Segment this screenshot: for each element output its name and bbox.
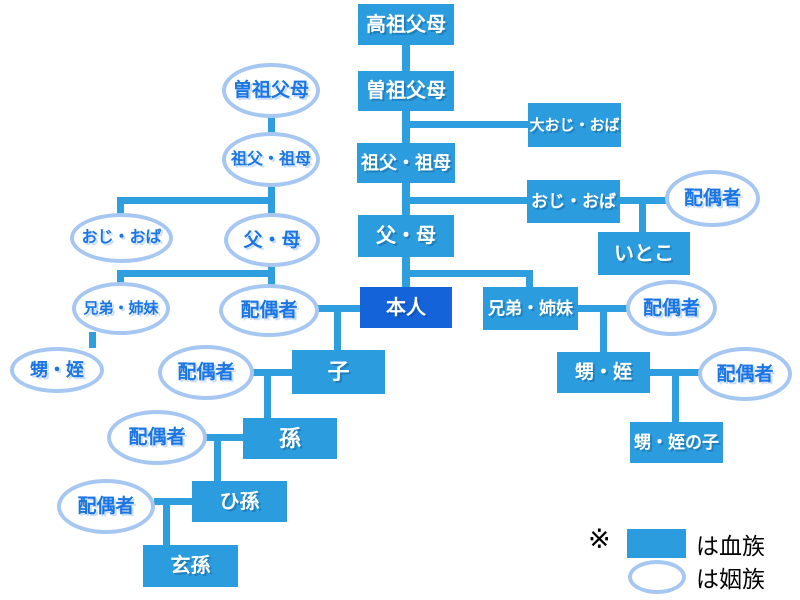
connector-line <box>672 372 679 423</box>
node-cousin: いとこ <box>598 232 690 275</box>
node-inlaw-siblings: 兄弟・姉妹 <box>72 282 170 335</box>
node-spouse-of-grandchild: 配偶者 <box>107 410 207 465</box>
connector-line <box>406 121 529 128</box>
connector-line <box>264 372 271 419</box>
connector-line <box>334 308 341 351</box>
connector-line <box>117 200 124 214</box>
node-spouse-of-siblings: 配偶者 <box>626 280 717 336</box>
connector-line <box>154 498 192 505</box>
connector-line <box>406 270 533 277</box>
connector-line <box>526 273 533 288</box>
node-great-grandchild: ひ孫 <box>192 481 287 522</box>
node-nephew-niece: 甥・姪 <box>557 352 650 393</box>
node-siblings: 兄弟・姉妹 <box>483 287 578 330</box>
node-spouse-of-uncle-aunt: 配偶者 <box>665 170 760 227</box>
node-inlaw-grandparents: 祖父・祖母 <box>222 132 320 187</box>
node-inlaw-great-grandparents: 曽祖父母 <box>222 63 320 118</box>
connector-line <box>206 434 243 441</box>
connector-line <box>402 44 410 72</box>
connector-line <box>89 332 96 348</box>
node-spouse-of-nephew-niece: 配偶者 <box>698 347 792 401</box>
connector-line <box>214 437 221 482</box>
node-spouse-of-self: 配偶者 <box>219 284 319 337</box>
connector-line <box>117 273 124 283</box>
node-great-great-grandchild: 玄孫 <box>143 545 238 587</box>
connector-line <box>639 200 646 233</box>
connector-line <box>117 197 275 204</box>
node-spouse-of-child: 配偶者 <box>158 345 254 400</box>
node-parents: 父・母 <box>358 215 454 257</box>
connector-line <box>600 308 607 353</box>
node-nephew-niece-child: 甥・姪の子 <box>630 422 723 463</box>
node-spouse-of-great-grandchild: 配偶者 <box>57 479 155 534</box>
node-great-uncle-aunt: 大おじ・おば <box>528 103 621 147</box>
legend-blood-relative-swatch <box>627 529 686 558</box>
legend-blood-relative-label: は血族 <box>696 533 765 559</box>
node-grandparents: 祖父・祖母 <box>357 143 455 183</box>
legend-reference-mark: ※ <box>588 524 611 554</box>
node-grandchild: 孫 <box>243 418 337 459</box>
node-inlaw-uncle-aunt: おじ・おば <box>70 213 173 263</box>
node-uncle-aunt: おじ・おば <box>527 180 620 223</box>
node-inlaw-parents: 父・母 <box>224 213 320 267</box>
node-great-grandparents: 曽祖父母 <box>358 71 454 111</box>
node-child: 子 <box>292 350 385 394</box>
node-self: 本人 <box>360 287 452 328</box>
connector-line <box>163 501 170 546</box>
node-great-great-grandparents: 高祖父母 <box>358 4 454 45</box>
legend-marriage-relative-label: は姻族 <box>696 566 765 592</box>
connector-line <box>406 197 528 204</box>
connector-line <box>117 270 275 277</box>
legend-marriage-relative-swatch <box>628 560 686 594</box>
connector-line <box>252 369 292 376</box>
node-inlaw-nephew-niece: 甥・姪 <box>10 347 104 393</box>
connector-line <box>268 116 275 136</box>
